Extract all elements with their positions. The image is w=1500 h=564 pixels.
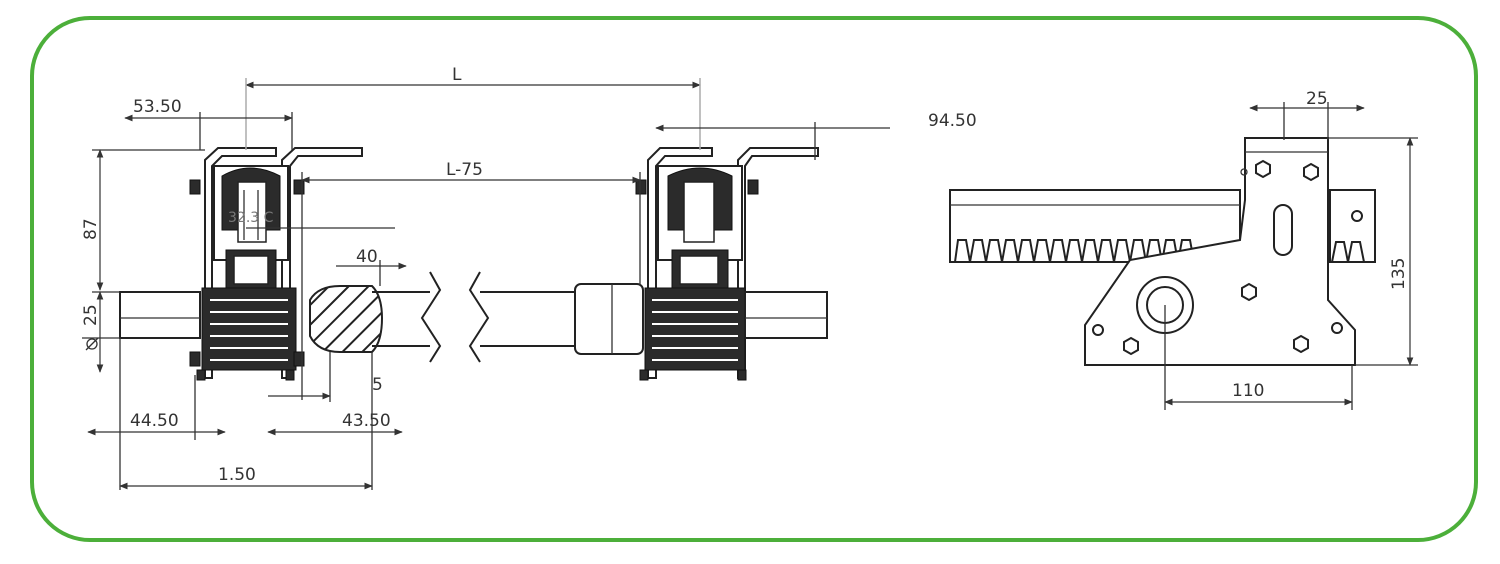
- dim-110: 110: [1232, 381, 1264, 401]
- dim-135: 135: [1389, 258, 1409, 290]
- dim-87: 87: [81, 218, 101, 240]
- green-rounded-frame: [30, 16, 1478, 542]
- dim-44-50: 44.50: [130, 411, 179, 431]
- dim-L: L: [452, 65, 462, 85]
- dimension-lines: [82, 78, 1418, 490]
- dim-25-top: 25: [1306, 89, 1328, 109]
- dim-25-diameter: 25: [81, 304, 101, 326]
- dim-L-75: L-75: [446, 160, 483, 180]
- dimension-labels: L 53.50 94.50 L-75 32.3 C 87 25 40 5 44.…: [81, 65, 1409, 485]
- dim-53-50: 53.50: [133, 97, 182, 117]
- left-drive-unit: [119, 147, 644, 381]
- dim-5: 5: [372, 375, 383, 395]
- rack-side-view: [949, 137, 1376, 366]
- dim-94-50: 94.50: [928, 111, 977, 131]
- dim-40: 40: [356, 247, 378, 267]
- dim-43-50: 43.50: [342, 411, 391, 431]
- dim-150: 1.50: [218, 465, 256, 485]
- middle-drive-unit: [635, 147, 828, 381]
- dim-partial-label: 32.3 C: [228, 210, 274, 226]
